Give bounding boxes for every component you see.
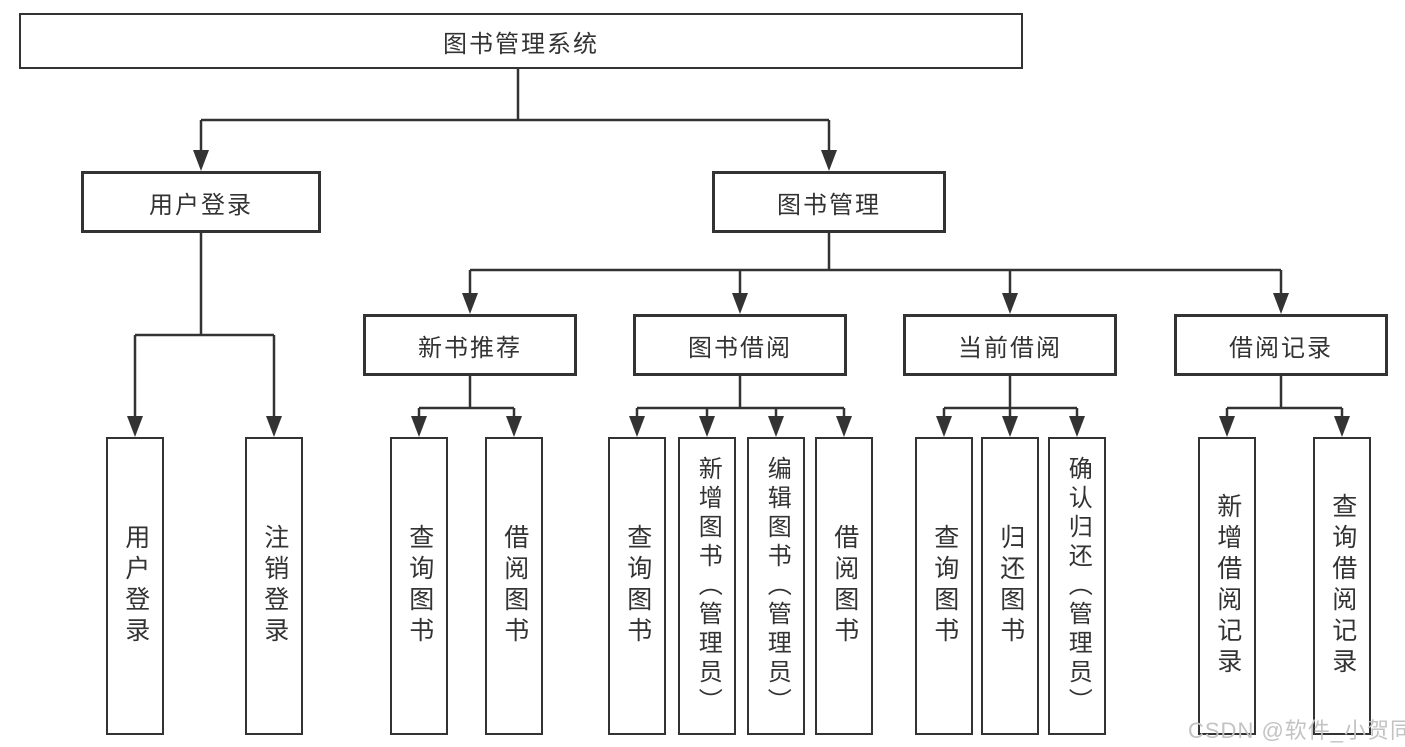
leaf-recommend-query-books: 查询图书 xyxy=(390,437,448,735)
leaf-label: 查询图书 xyxy=(930,524,959,648)
leaf-label: 查询图书 xyxy=(623,524,652,648)
arrow-down-icon xyxy=(1002,416,1018,437)
arrow-down-icon xyxy=(462,293,478,314)
leaf-label: 新增借阅记录 xyxy=(1213,493,1242,679)
leaf-label: 归还图书 xyxy=(996,524,1025,648)
csdn-watermark: CSDN @软件_小贺同学 xyxy=(1188,718,1405,743)
connector-user-login xyxy=(133,233,276,418)
connector-borrowing-records xyxy=(1225,376,1344,419)
connector-new-book-recommend xyxy=(417,376,516,419)
leaf-current-confirm-return-admin: 确认归还（管理员） xyxy=(1048,437,1106,735)
leaf-current-return-books: 归还图书 xyxy=(981,437,1039,735)
arrow-down-icon xyxy=(1273,293,1289,314)
leaf-label: 用户登录 xyxy=(121,524,150,648)
node-label: 图书借阅 xyxy=(688,334,792,362)
leaf-records-add-borrow-record: 新增借阅记录 xyxy=(1198,437,1256,735)
connector-root xyxy=(199,69,831,152)
node-label: 新书推荐 xyxy=(418,334,522,362)
leaf-label: 查询图书 xyxy=(405,524,434,648)
leaf-user-login: 用户登录 xyxy=(106,437,164,735)
leaf-borrowing-edit-books-admin: 编辑图书（管理员） xyxy=(747,437,805,735)
connector-book-mgmt xyxy=(468,233,1283,295)
arrow-down-icons xyxy=(127,150,1350,437)
arrow-down-icon xyxy=(732,293,748,314)
node-user-login-branch: 用户登录 xyxy=(81,171,321,233)
leaf-borrowing-query-books: 查询图书 xyxy=(608,437,666,735)
arrow-down-icon xyxy=(836,416,852,437)
node-book-borrowing: 图书借阅 xyxy=(633,314,847,376)
arrow-down-icon xyxy=(266,416,282,437)
arrow-down-icon xyxy=(193,150,209,171)
node-current-borrowing: 当前借阅 xyxy=(903,314,1117,376)
arrow-down-icon xyxy=(1219,416,1235,437)
arrow-down-icon xyxy=(127,416,143,437)
leaf-current-query-books: 查询图书 xyxy=(915,437,973,735)
arrow-down-icon xyxy=(506,416,522,437)
leaf-recommend-borrow-books: 借阅图书 xyxy=(485,437,543,735)
leaf-records-query-borrow-record: 查询借阅记录 xyxy=(1313,437,1371,735)
node-label: 当前借阅 xyxy=(958,334,1062,362)
connector-book-borrowing xyxy=(635,376,846,419)
node-label: 图书管理 xyxy=(777,191,881,219)
connector-current-borrowing xyxy=(942,376,1079,419)
leaf-label: 注销登录 xyxy=(260,524,289,648)
node-label: 借阅记录 xyxy=(1229,334,1333,362)
node-label: 用户登录 xyxy=(149,191,253,219)
leaf-label: 查询借阅记录 xyxy=(1328,493,1357,679)
node-root-system: 图书管理系统 xyxy=(19,13,1023,69)
leaf-label: 借阅图书 xyxy=(500,524,529,648)
leaf-label: 借阅图书 xyxy=(830,524,859,648)
leaf-borrowing-add-books-admin: 新增图书（管理员） xyxy=(678,437,736,735)
arrow-down-icon xyxy=(936,416,952,437)
arrow-down-icon xyxy=(699,416,715,437)
arrow-down-icon xyxy=(411,416,427,437)
leaf-label: 新增图书（管理员） xyxy=(694,455,722,717)
arrow-down-icon xyxy=(1069,416,1085,437)
node-borrowing-records: 借阅记录 xyxy=(1174,314,1388,376)
arrow-down-icon xyxy=(1002,293,1018,314)
arrow-down-icon xyxy=(1334,416,1350,437)
arrow-down-icon xyxy=(629,416,645,437)
arrow-down-icon xyxy=(768,416,784,437)
leaf-label: 确认归还（管理员） xyxy=(1064,455,1092,717)
leaf-logout: 注销登录 xyxy=(245,437,303,735)
node-book-management-branch: 图书管理 xyxy=(712,171,946,233)
leaf-borrowing-borrow-books: 借阅图书 xyxy=(815,437,873,735)
arrow-down-icon xyxy=(821,150,837,171)
leaf-label: 编辑图书（管理员） xyxy=(763,455,791,717)
node-new-book-recommend: 新书推荐 xyxy=(363,314,577,376)
node-root-label: 图书管理系统 xyxy=(443,30,599,58)
